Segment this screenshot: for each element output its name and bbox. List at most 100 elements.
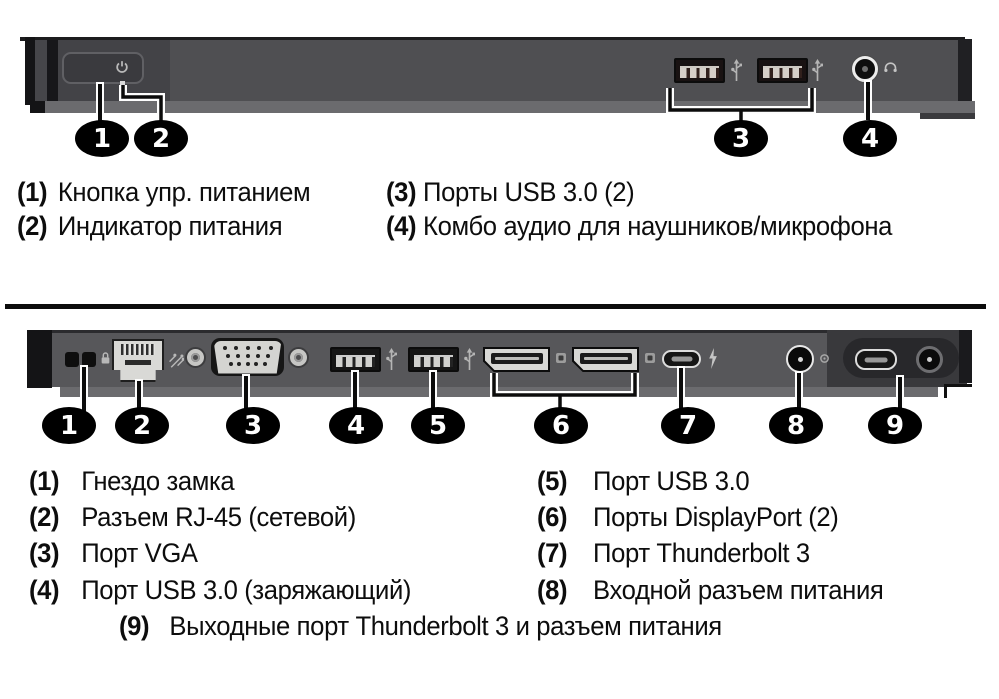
- front-panel-right-step: [920, 113, 975, 119]
- legend-item: (3) Порт VGA: [29, 538, 198, 569]
- legend-text: Выходные порт Thunderbolt 3 и разъем пит…: [169, 611, 722, 641]
- callout-rear-1: 1: [42, 407, 96, 444]
- legend-item: (1) Кнопка упр. питанием: [17, 177, 311, 208]
- security-lock-slot: [65, 352, 96, 367]
- front-panel-body: [170, 40, 958, 101]
- headphone-icon: [883, 60, 898, 75]
- callout-front-3: 3: [714, 120, 768, 157]
- legend-num: (3): [386, 177, 417, 207]
- power-led: [120, 81, 125, 85]
- legend-text: Порт VGA: [81, 538, 198, 568]
- leader-rear-3: [242, 374, 250, 414]
- legend-num: (7): [537, 538, 568, 568]
- vga-port: [211, 338, 284, 376]
- leader-front-1: [96, 82, 104, 124]
- front-panel-right-edge: [958, 39, 972, 101]
- legend-text: Порты DisplayPort (2): [593, 502, 839, 532]
- legend-text: Комбо аудио для наушников/микрофона: [423, 211, 893, 241]
- leader-rear-1: [80, 365, 88, 414]
- leader-rear-2: [135, 379, 143, 414]
- usb3-ss-icon: [812, 58, 824, 82]
- usb3-ss-icon: [464, 347, 476, 371]
- legend-text: Входной разъем питания: [593, 575, 884, 605]
- callout-rear-7: 7: [661, 407, 715, 444]
- legend-num: (5): [537, 466, 568, 496]
- legend-item: (4)Порт USB 3.0 (заряжающий): [29, 575, 411, 606]
- legend-item: (2) Индикатор питания: [17, 211, 283, 242]
- legend-num: (8): [537, 575, 568, 605]
- usb-port-front-2: [757, 58, 808, 83]
- thunderbolt3-port: [662, 350, 701, 368]
- legend-num: (1): [17, 177, 48, 207]
- callout-rear-4: 4: [329, 407, 383, 444]
- legend-num: (1): [29, 466, 60, 496]
- legend-text: Кнопка упр. питанием: [57, 177, 311, 207]
- thunderbolt-icon: [707, 347, 719, 370]
- callout-front-4: 4: [843, 120, 897, 157]
- callout-rear-9: 9: [868, 407, 922, 444]
- callout-rear-8: 8: [769, 407, 823, 444]
- legend-item: (7) Порт Thunderbolt 3: [537, 538, 810, 569]
- leader-rear-8: [795, 371, 803, 414]
- displayport-2: [572, 347, 639, 372]
- front-panel-left-cap: [25, 37, 35, 105]
- power-icon: [115, 60, 129, 74]
- section-divider: [5, 304, 986, 309]
- leader-front-2: [119, 85, 165, 123]
- power-in-jack: [786, 345, 814, 373]
- leader-rear-5: [429, 370, 437, 414]
- legend-num: (9): [119, 611, 150, 641]
- legend-item: (6)Порты DisplayPort (2): [537, 502, 839, 533]
- front-panel-lip: [45, 101, 975, 113]
- front-panel-left-foot: [30, 101, 45, 113]
- legend-item: (3)Порты USB 3.0 (2): [386, 177, 635, 208]
- legend-num: (2): [29, 502, 60, 532]
- legend-text: Гнездо замка: [81, 466, 235, 496]
- legend-item: (8) Входной разъем питания: [537, 575, 884, 606]
- lock-icon: [100, 351, 111, 366]
- usb3-ss-icon: [386, 347, 398, 371]
- front-panel-top-edge: [20, 37, 965, 41]
- usb-port-rear: [408, 347, 459, 372]
- usb3-ss-icon: [731, 58, 743, 82]
- legend-num: (4): [386, 211, 417, 241]
- callout-rear-6: 6: [534, 407, 588, 444]
- vga-screw-right: [288, 347, 309, 368]
- legend-item: (1) Гнездо замка: [29, 466, 235, 497]
- power-button: [62, 52, 144, 84]
- legend-text: Индикатор питания: [57, 211, 283, 241]
- legend-text: Порт USB 3.0: [593, 466, 750, 496]
- rear-panel-right-edge: [959, 330, 972, 383]
- callout-front-2: 2: [134, 120, 188, 157]
- audio-combo-jack: [852, 56, 878, 82]
- displayport-icon: [556, 353, 566, 363]
- leader-rear-9: [896, 375, 904, 414]
- power-in-icon: [819, 352, 830, 365]
- network-icon: [168, 350, 185, 370]
- legend-item: (9) Выходные порт Thunderbolt 3 и разъем …: [119, 611, 722, 642]
- thunderbolt3-out-port: [855, 349, 897, 370]
- callout-rear-2: 2: [115, 407, 169, 444]
- leader-rear-7: [677, 366, 685, 414]
- legend-num: (2): [17, 211, 48, 241]
- callout-front-1: 1: [75, 120, 129, 157]
- leader-front-3-bracket: [666, 88, 816, 121]
- rear-panel-left-edge: [27, 330, 52, 388]
- displayport-icon: [645, 353, 655, 363]
- callout-rear-5: 5: [411, 407, 465, 444]
- legend-item: (4)Комбо аудио для наушников/микрофона: [386, 211, 892, 242]
- legend-num: (3): [29, 538, 60, 568]
- vga-screw-left: [185, 347, 206, 368]
- rear-panel-right-notch: [944, 384, 972, 398]
- callout-rear-3: 3: [226, 407, 280, 444]
- leader-front-4: [864, 80, 872, 122]
- power-out-connector: [916, 346, 943, 373]
- front-panel-left-gray: [35, 40, 47, 101]
- leader-rear-4: [351, 370, 359, 414]
- legend-item: (5) Порт USB 3.0: [537, 466, 750, 497]
- legend-text: Порт Thunderbolt 3: [593, 538, 810, 568]
- legend-item: (2) Разъем RJ-45 (сетевой): [29, 502, 356, 533]
- legend-text: Разъем RJ-45 (сетевой): [81, 502, 356, 532]
- front-panel-left-strip: [47, 40, 58, 101]
